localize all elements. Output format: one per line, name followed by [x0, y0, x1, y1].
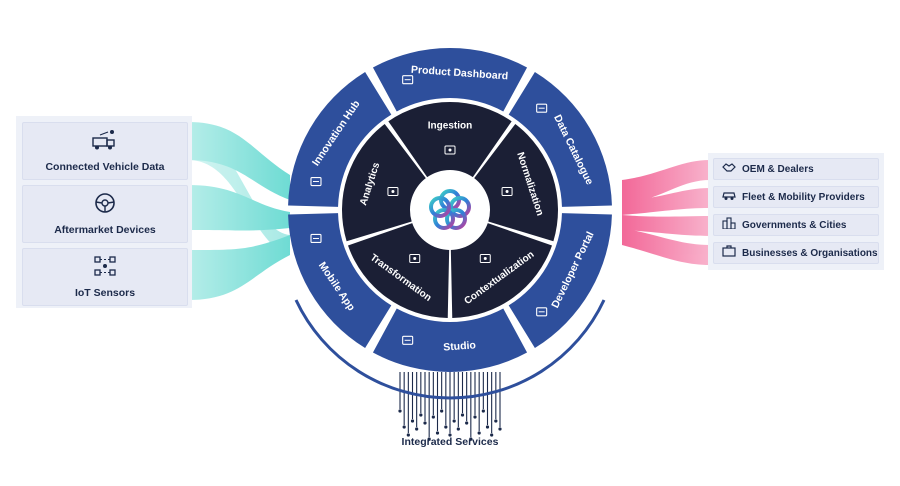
service-pin-dot	[485, 425, 490, 429]
output-card-governments: Governments & Cities	[713, 214, 879, 236]
integrated-services-pins	[398, 372, 502, 441]
service-pin-dot	[415, 427, 419, 431]
contextualization-icon	[479, 254, 491, 264]
service-pin-dot	[440, 409, 444, 413]
input-card-connected-vehicle: Connected Vehicle Data	[22, 122, 188, 180]
briefcase-icon	[722, 244, 736, 262]
inner-segment[interactable]	[348, 223, 450, 318]
normalization-icon	[501, 186, 513, 196]
service-pin-dot	[469, 437, 473, 441]
sensor-grid-icon	[93, 255, 117, 282]
studio-icon	[402, 335, 414, 345]
service-pin-dot	[406, 433, 410, 437]
input-label: IoT Sensors	[74, 287, 136, 299]
service-pin-dot	[477, 431, 481, 435]
catalogue-icon	[536, 103, 548, 113]
input-label: Aftermarket Devices	[54, 224, 156, 236]
service-pin-dot	[473, 415, 477, 419]
outer-segment[interactable]	[508, 213, 612, 348]
transformation-icon	[409, 254, 421, 264]
input-card-aftermarket: Aftermarket Devices	[22, 185, 188, 243]
service-pin-dot	[410, 419, 415, 423]
base-arc	[294, 299, 606, 400]
outer-segment[interactable]	[372, 308, 528, 373]
output-card-fleet: Fleet & Mobility Providers	[713, 186, 879, 208]
output-card-businesses: Businesses & Organisations	[713, 242, 879, 264]
integrated-services-label: Integrated Services	[401, 436, 499, 448]
steering-wheel-icon	[94, 192, 116, 219]
service-pin-dot	[460, 413, 465, 417]
inner-segment[interactable]	[388, 102, 512, 178]
outer-segment[interactable]	[508, 72, 612, 207]
input-card-iot: IoT Sensors	[22, 248, 188, 306]
output-label: Governments & Cities	[742, 219, 847, 231]
platform-logo-icon	[429, 189, 471, 230]
ingestion-icon	[444, 145, 456, 155]
service-pin-dot	[498, 427, 502, 431]
code-window-icon	[536, 307, 548, 317]
ring-label: Studio	[443, 339, 476, 353]
input-flows	[188, 122, 290, 300]
service-pin-dot	[398, 409, 402, 413]
service-pin-dot	[444, 425, 448, 429]
dashboard-icon	[402, 75, 414, 85]
service-pin-dot	[431, 415, 435, 419]
output-card-oem: OEM & Dealers	[713, 158, 879, 180]
output-label: OEM & Dealers	[742, 163, 814, 175]
service-pin-dot	[456, 427, 460, 431]
inner-segment[interactable]	[474, 123, 558, 242]
inner-segment[interactable]	[341, 123, 426, 242]
mobile-icon	[310, 233, 322, 244]
output-label: Businesses & Organisations	[742, 247, 878, 259]
service-pin-dot	[402, 425, 406, 429]
car-icon	[722, 188, 736, 206]
city-buildings-icon	[722, 216, 736, 234]
service-pin-dot	[427, 437, 431, 441]
service-pin-dot	[423, 421, 427, 425]
service-pin-dot	[494, 419, 498, 423]
handshake-icon	[722, 160, 736, 178]
service-pin-dot	[448, 433, 452, 437]
service-pin-dot	[490, 433, 494, 437]
input-label: Connected Vehicle Data	[45, 161, 165, 173]
ring-label: Ingestion	[428, 121, 472, 132]
outer-segment[interactable]	[288, 72, 392, 207]
analytics-icon	[387, 186, 399, 196]
service-pin-dot	[465, 421, 469, 425]
truck-network-icon	[92, 129, 118, 156]
inner-segment[interactable]	[450, 223, 552, 318]
service-pin-dot	[481, 409, 485, 413]
output-flows	[622, 160, 710, 265]
outer-segment[interactable]	[288, 213, 392, 348]
output-label: Fleet & Mobility Providers	[742, 191, 865, 203]
outer-segment[interactable]	[372, 47, 528, 112]
service-pin-dot	[435, 431, 440, 435]
service-pin-dot	[452, 419, 456, 423]
lightbulb-icon	[310, 176, 322, 187]
service-pin-dot	[419, 413, 423, 417]
